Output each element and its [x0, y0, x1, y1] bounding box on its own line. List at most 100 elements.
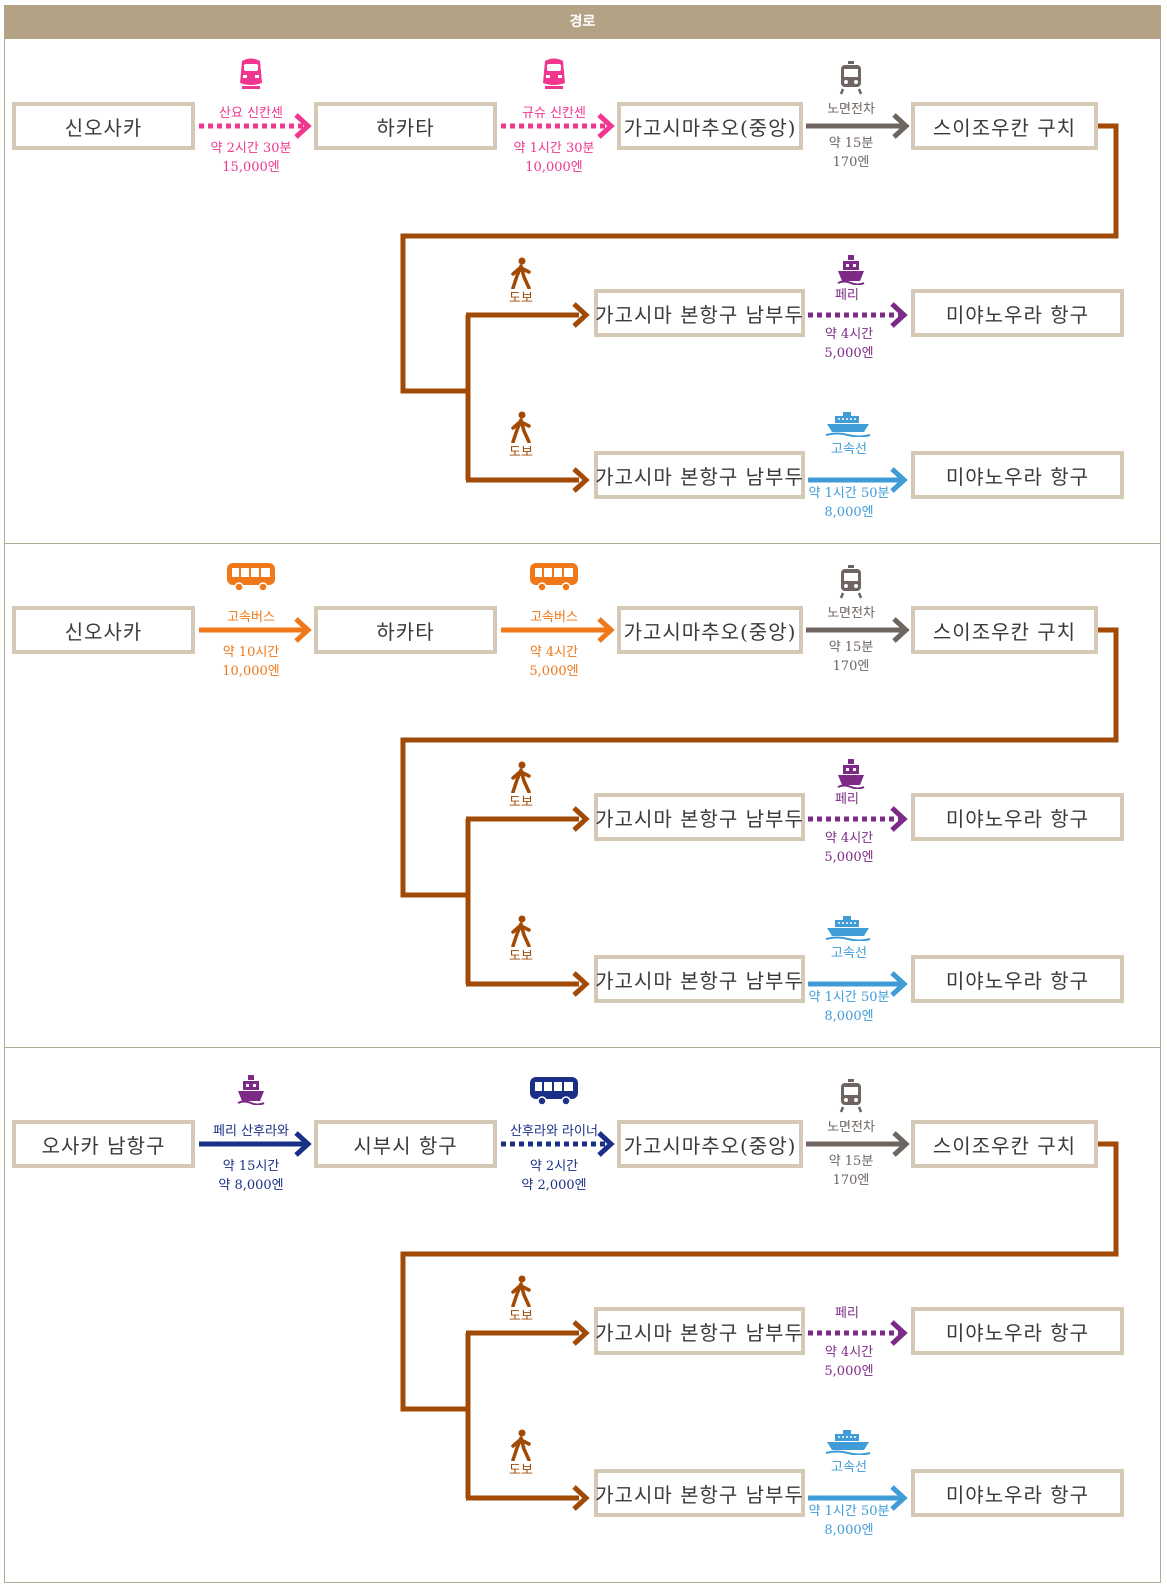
- walk-icon: [509, 1429, 533, 1465]
- fast-boat-icon: [825, 915, 871, 945]
- pier-box-ferry: 가고시마 본항구 남부두: [594, 793, 805, 841]
- leg2-name: 고속버스: [530, 610, 578, 625]
- bus-icon: [528, 1075, 580, 1111]
- leg2-time: 약 1시간 30분: [513, 141, 595, 156]
- leg2-time: 약 2시간: [529, 1159, 579, 1174]
- pier-box-ferry: 가고시마 본항구 남부두: [594, 1307, 805, 1355]
- ferry-icon: [237, 1075, 265, 1109]
- leg1-fare: 10,000엔: [222, 664, 280, 679]
- ferry-name: 페리: [835, 1306, 859, 1321]
- destination-box-ferry: 미야노우라 항구: [911, 793, 1124, 841]
- fast-boat-time: 약 1시간 50분: [808, 486, 890, 501]
- leg3-time: 약 15분: [828, 136, 874, 151]
- ferry-fare: 5,000엔: [824, 346, 874, 361]
- destination-box-fast-boat: 미야노우라 항구: [911, 451, 1124, 499]
- leg3-detail: 약 15분 170엔: [829, 638, 874, 676]
- ferry-detail: 약 4시간 5,000엔: [824, 325, 873, 363]
- walk-icon: [509, 1275, 533, 1311]
- leg2-fare: 약 2,000엔: [521, 1178, 587, 1193]
- leg2-fare: 5,000엔: [529, 664, 579, 679]
- bus-icon: [225, 561, 277, 597]
- leg1-name: 페리 산후라와: [213, 1124, 289, 1139]
- leg3-fare: 170엔: [832, 155, 870, 170]
- walk-label: 도보: [509, 795, 533, 810]
- station-kagoshima-chuo: 가고시마추오(중앙): [617, 1120, 803, 1168]
- leg1-time: 약 15시간: [222, 1159, 280, 1174]
- panel-header: 경로: [4, 5, 1161, 39]
- destination-box-fast-boat: 미야노우라 항구: [911, 955, 1124, 1003]
- leg2-name: 규슈 신칸센: [522, 106, 586, 121]
- walk-label: 도보: [509, 445, 533, 460]
- walk-icon: [509, 761, 533, 797]
- station-suizokukan-guchi: 스이조우칸 구치: [911, 1120, 1098, 1168]
- leg3-detail: 약 15분 170엔: [829, 134, 874, 172]
- tram-icon: [838, 61, 864, 99]
- route-lines: [199, 617, 1119, 997]
- shinkansen-icon: [539, 57, 569, 95]
- leg2-detail: 약 4시간 5,000엔: [529, 643, 578, 681]
- pier-box-fast-boat: 가고시마 본항구 남부두: [594, 1469, 805, 1517]
- destination-box-ferry: 미야노우라 항구: [911, 289, 1124, 337]
- leg3-time: 약 15분: [828, 1154, 874, 1169]
- leg1-name: 고속버스: [227, 610, 275, 625]
- ferry-time: 약 4시간: [824, 1345, 874, 1360]
- leg1-fare: 약 8,000엔: [218, 1178, 284, 1193]
- fast-boat-name: 고속선: [831, 1460, 867, 1475]
- walk-label: 도보: [509, 291, 533, 306]
- leg3-name: 노면전차: [827, 102, 875, 117]
- leg3-detail: 약 15분 170엔: [829, 1152, 874, 1190]
- fast-boat-detail: 약 1시간 50분 8,000엔: [809, 484, 890, 522]
- section-divider: [4, 543, 1161, 544]
- tram-icon: [838, 565, 864, 603]
- leg1-fare: 15,000엔: [222, 160, 280, 175]
- station-transfer: 시부시 항구: [314, 1120, 497, 1168]
- destination-box-ferry: 미야노우라 항구: [911, 1307, 1124, 1355]
- ferry-name: 페리: [835, 792, 859, 807]
- leg3-name: 노면전차: [827, 606, 875, 621]
- ferry-fare: 5,000엔: [824, 850, 874, 865]
- leg3-fare: 170엔: [832, 1173, 870, 1188]
- fast-boat-name: 고속선: [831, 442, 867, 457]
- station-suizokukan-guchi: 스이조우칸 구치: [911, 606, 1098, 654]
- leg2-fare: 10,000엔: [525, 160, 583, 175]
- ferry-time: 약 4시간: [824, 327, 874, 342]
- fast-boat-icon: [825, 1429, 871, 1459]
- fast-boat-fare: 8,000엔: [824, 1009, 874, 1024]
- station-origin: 신오사카: [12, 606, 195, 654]
- ferry-fare: 5,000엔: [824, 1364, 874, 1379]
- leg2-time: 약 4시간: [529, 645, 579, 660]
- fast-boat-fare: 8,000엔: [824, 505, 874, 520]
- leg1-name: 산요 신칸센: [219, 106, 283, 121]
- leg2-name: 산후라와 라이너: [510, 1124, 598, 1139]
- bus-icon: [528, 561, 580, 597]
- section-divider: [4, 1047, 1161, 1048]
- walk-label: 도보: [509, 1463, 533, 1478]
- walk-label: 도보: [509, 949, 533, 964]
- fast-boat-detail: 약 1시간 50분 8,000엔: [809, 988, 890, 1026]
- leg1-detail: 약 2시간 30분 15,000엔: [211, 139, 292, 177]
- station-transfer: 하카타: [314, 606, 497, 654]
- station-suizokukan-guchi: 스이조우칸 구치: [911, 102, 1098, 150]
- route-lines: [199, 1131, 1119, 1511]
- leg1-time: 약 10시간: [222, 645, 280, 660]
- leg1-detail: 약 10시간 10,000엔: [222, 643, 279, 681]
- walk-icon: [509, 915, 533, 951]
- fast-boat-time: 약 1시간 50분: [808, 990, 890, 1005]
- pier-box-ferry: 가고시마 본항구 남부두: [594, 289, 805, 337]
- leg3-fare: 170엔: [832, 659, 870, 674]
- fast-boat-icon: [825, 411, 871, 441]
- station-transfer: 하카타: [314, 102, 497, 150]
- leg1-time: 약 2시간 30분: [210, 141, 292, 156]
- ferry-icon: [837, 759, 865, 793]
- destination-box-fast-boat: 미야노우라 항구: [911, 1469, 1124, 1517]
- leg3-time: 약 15분: [828, 640, 874, 655]
- walk-label: 도보: [509, 1309, 533, 1324]
- shinkansen-icon: [236, 57, 266, 95]
- leg3-name: 노면전차: [827, 1120, 875, 1135]
- route-lines: [199, 113, 1119, 493]
- tram-icon: [838, 1079, 864, 1117]
- walk-icon: [509, 257, 533, 293]
